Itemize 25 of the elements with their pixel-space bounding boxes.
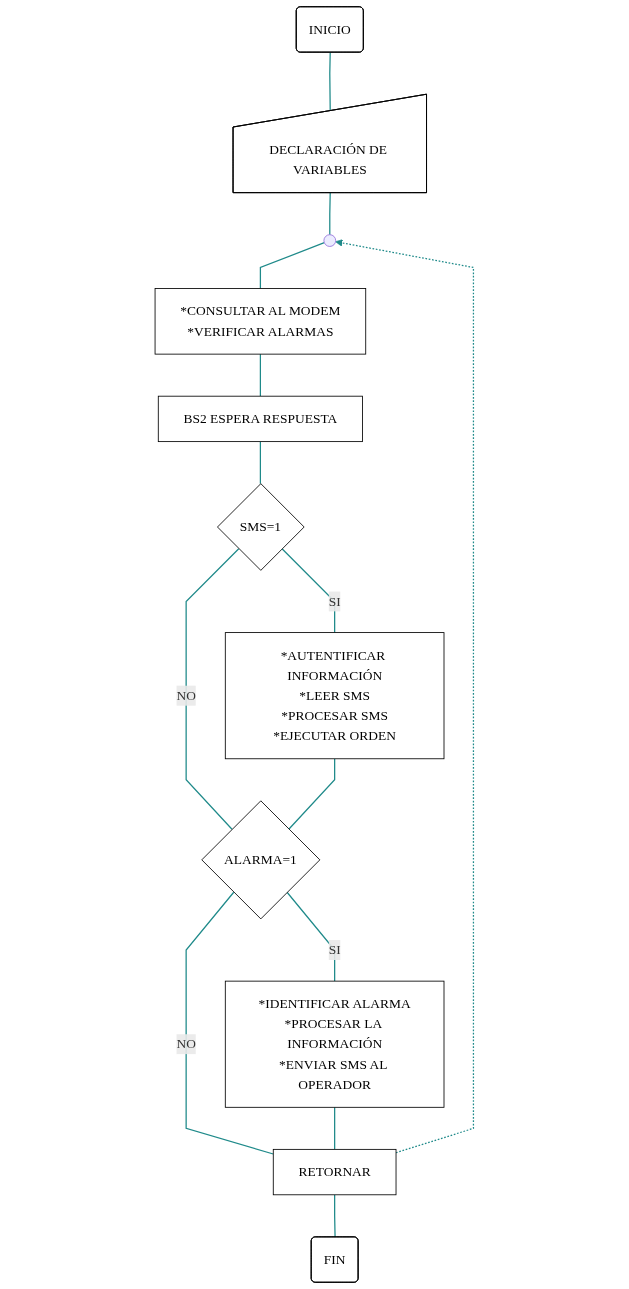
node-diamond: SMS=1 — [217, 483, 305, 571]
connector — [334, 1194, 336, 1238]
connector — [260, 353, 262, 397]
node-diamond: ALARMA=1 — [201, 800, 321, 920]
connector — [185, 548, 240, 830]
connector — [334, 1106, 336, 1150]
connector — [329, 192, 332, 236]
arrow — [335, 239, 475, 1154]
connector — [281, 548, 336, 634]
node-box: RETORNAR — [273, 1148, 397, 1196]
connector — [260, 441, 262, 485]
node-circle — [323, 234, 337, 247]
node-box: *CONSULTAR AL MODEM *VERIFICAR ALARMAS — [154, 288, 367, 355]
edge-label: SI — [328, 942, 341, 957]
node-box: *AUTENTIFICAR INFORMACIÓN *LEER SMS *PROCESAR SMS *EJECUTAR ORDEN — [225, 632, 445, 760]
edge-label: NO — [176, 1036, 197, 1051]
edge-label: SI — [328, 593, 341, 609]
node-box: BS2 ESPERA RESPUESTA — [158, 395, 364, 443]
node-box: *IDENTIFICAR ALARMA *PROCESAR LA INFORMACIÓN *ENVIAR SMS AL OPERADOR — [225, 980, 445, 1108]
connector — [288, 758, 336, 830]
edge-label: NO — [176, 688, 197, 703]
connector — [260, 242, 326, 290]
connector — [286, 891, 336, 982]
connector — [185, 891, 275, 1155]
connector — [329, 51, 332, 112]
